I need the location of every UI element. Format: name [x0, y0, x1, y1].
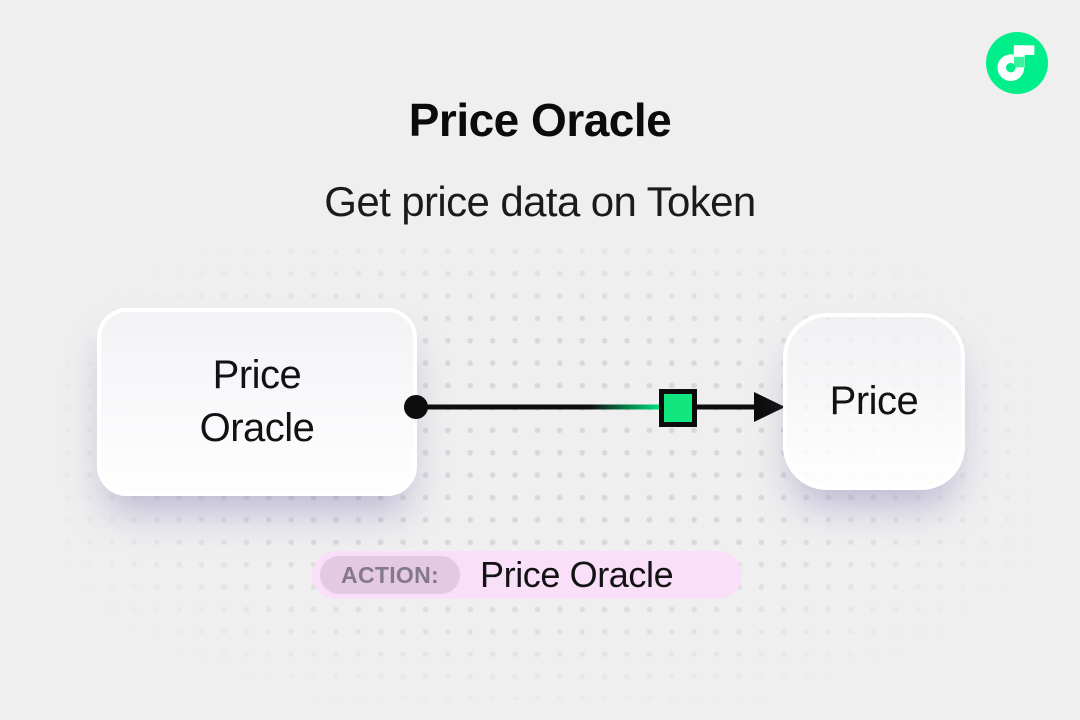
node-price-oracle: Price Oracle	[97, 308, 417, 496]
node-price-label: Price	[829, 379, 919, 423]
node-price-oracle-label: Price Oracle	[200, 349, 315, 455]
connector-start-dot	[404, 395, 428, 419]
action-badge: ACTION:	[320, 556, 460, 594]
flow-logo-accent-square	[1013, 56, 1025, 68]
node-label-line1: Price	[212, 353, 302, 398]
page-subtitle: Get price data on Token	[324, 178, 756, 225]
connector-arrowhead-icon	[754, 392, 785, 422]
action-value: Price Oracle	[480, 554, 674, 595]
page-title: Price Oracle	[408, 93, 672, 146]
connector-arrow	[404, 389, 785, 427]
action-pill: ACTION: Price Oracle	[312, 551, 742, 599]
node-label-line2: Oracle	[199, 406, 315, 450]
connector-green-square-marker	[659, 389, 697, 427]
flow-logo-icon	[986, 32, 1048, 94]
node-price: Price	[783, 313, 965, 490]
connector-line-green-fade	[590, 404, 659, 410]
